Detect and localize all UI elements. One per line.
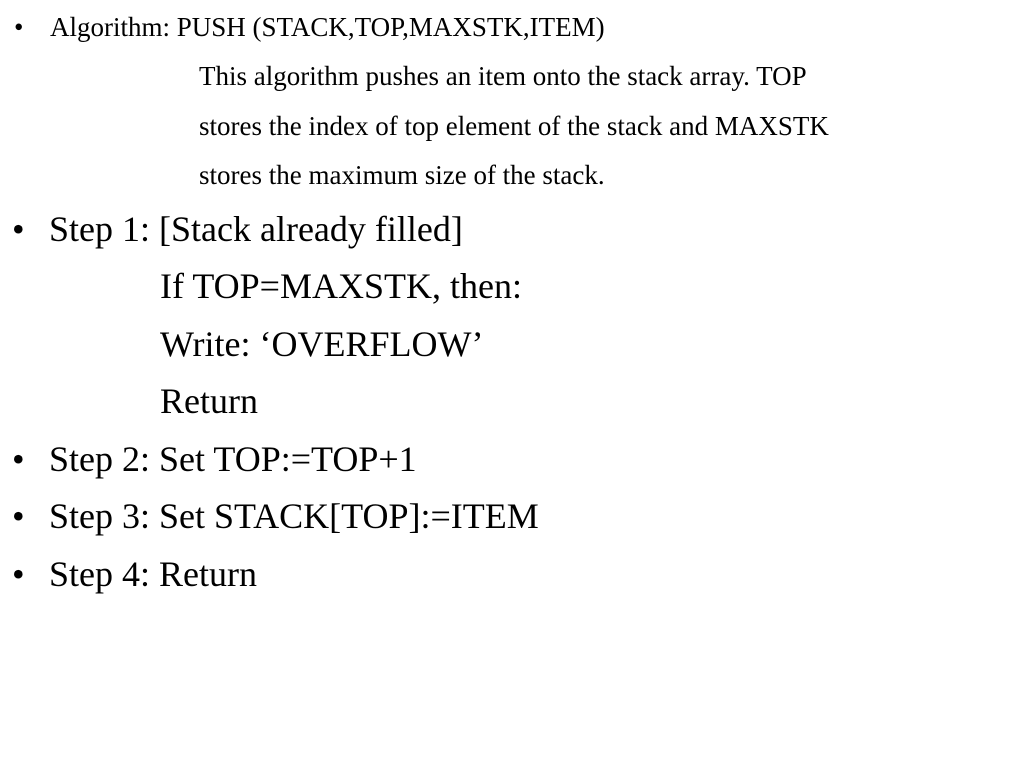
step-2-label: Step 2: Set TOP:=TOP+1 (49, 439, 417, 479)
step-3-label: Step 3: Set STACK[TOP]:=ITEM (49, 496, 539, 536)
algorithm-description-line: stores the maximum size of the stack. (199, 160, 605, 190)
bullet-icon: • (12, 496, 25, 536)
bullet-icon: • (12, 554, 25, 594)
step-1-subline: If TOP=MAXSTK, then: (160, 266, 522, 306)
step-1-subline: Return (160, 381, 258, 421)
step-1-subline: Write: ‘OVERFLOW’ (160, 324, 484, 364)
bullet-icon: • (12, 209, 25, 249)
bullet-icon: • (12, 439, 25, 479)
step-4-label: Step 4: Return (49, 554, 257, 594)
bullet-icon: • (14, 12, 24, 42)
algorithm-description-line: stores the index of top element of the s… (199, 111, 829, 141)
algorithm-description-line: This algorithm pushes an item onto the s… (199, 61, 807, 91)
algorithm-heading: Algorithm: PUSH (STACK,TOP,MAXSTK,ITEM) (50, 12, 605, 42)
step-1-label: Step 1: [Stack already filled] (49, 209, 463, 249)
